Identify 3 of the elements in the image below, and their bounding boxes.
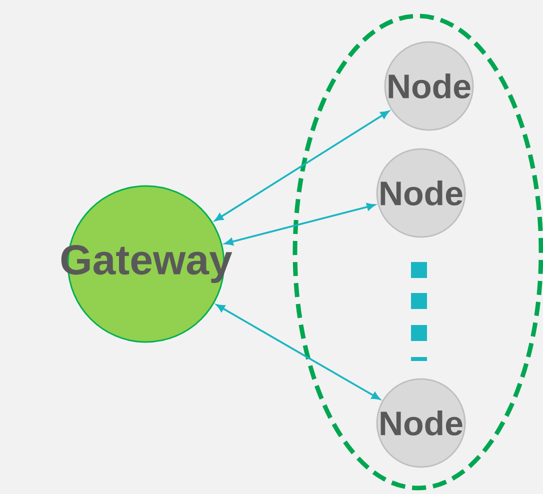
arrow: [224, 203, 376, 246]
arrow: [216, 304, 380, 400]
arrow: [214, 110, 390, 222]
